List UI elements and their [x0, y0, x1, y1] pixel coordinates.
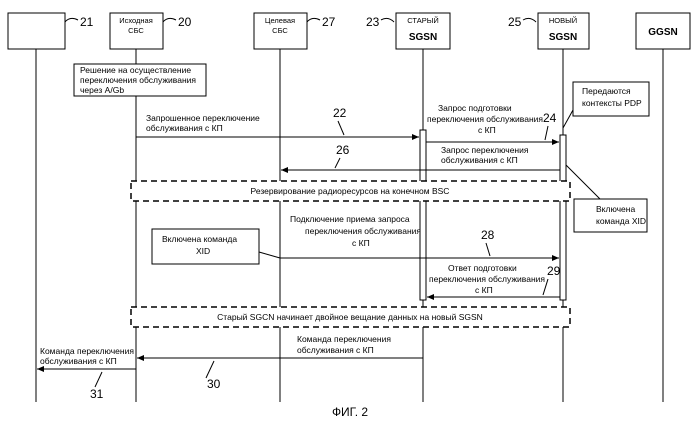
- entity-source-bss: Исходная СБС 20: [110, 13, 192, 49]
- figure-caption: ФИГ. 2: [332, 405, 368, 419]
- message-31: Команда переключения обслуживания с КП 3…: [37, 346, 136, 401]
- entity-target-bss: Целевая СБС 27: [254, 13, 336, 49]
- message-30-leader: [206, 361, 214, 378]
- old-sgsn-number: 23: [366, 15, 380, 29]
- ggsn-label: GGSN: [648, 27, 677, 38]
- message-24-number: 24: [543, 111, 557, 125]
- source-bss-number: 20: [178, 15, 192, 29]
- source-bss-label-1: Исходная: [119, 16, 153, 25]
- message-29-line-1: Ответ подготовки: [448, 263, 517, 273]
- entity-21: 21: [8, 13, 94, 49]
- note-xid-new-connector: [566, 165, 600, 199]
- message-28-line-2: переключения обслуживания: [305, 226, 421, 236]
- activation-old-sgsn: [420, 130, 426, 300]
- message-29-line-3: с КП: [475, 285, 493, 295]
- message-22-leader: [338, 121, 344, 135]
- message-30-number: 30: [207, 377, 221, 391]
- target-bss-leader: [307, 18, 320, 22]
- message-28-leader: [486, 243, 490, 256]
- source-bss-label-2: СБС: [128, 26, 144, 35]
- note-decision-line-2: переключения обслуживания: [80, 75, 196, 85]
- note-pdp-line-1: Передаются: [582, 86, 631, 96]
- message-22-line-1: Запрошенное переключение: [146, 113, 260, 123]
- entity-21-number: 21: [80, 15, 94, 29]
- note-xid-new-sgsn: Включена команда XID: [566, 165, 647, 232]
- message-22-line-2: обслуживания с КП: [146, 123, 223, 133]
- new-sgsn-leader: [523, 18, 536, 22]
- message-24-line-2: переключения обслуживания: [427, 114, 543, 124]
- note-xid-target: Включена команда XID: [152, 229, 280, 264]
- entity-old-sgsn: 23 СТАРЫЙ SGSN: [366, 13, 450, 49]
- message-24-line-3: с КП: [478, 125, 496, 135]
- message-31-line-2: обслуживания с КП: [40, 356, 117, 366]
- message-26-line-1: Запрос переключения: [441, 145, 529, 155]
- note-xid-target-line-1: Включена команда: [162, 234, 237, 244]
- note-xid-new-line-2: команда XID: [596, 216, 646, 226]
- new-sgsn-label-2: SGSN: [549, 32, 577, 43]
- note-decision-line-3: через A/Gb: [80, 85, 124, 95]
- band-1-label: Резервирование радиоресурсов на конечном…: [251, 186, 450, 196]
- entity-21-box: [8, 13, 65, 49]
- entity-new-sgsn: 25 НОВЫЙ SGSN: [508, 13, 589, 49]
- band-2-label: Старый SGCN начинает двойное вещание дан…: [217, 312, 483, 322]
- message-29: Ответ подготовки переключения обслуживан…: [427, 263, 561, 297]
- message-31-number: 31: [90, 387, 104, 401]
- message-26-leader: [335, 158, 340, 168]
- message-28-number: 28: [481, 228, 495, 242]
- note-pdp-contexts: Передаются контексты PDP: [563, 82, 649, 128]
- message-24: Запрос подготовки переключения обслужива…: [426, 103, 559, 142]
- message-24-line-1: Запрос подготовки: [438, 103, 512, 113]
- message-29-number: 29: [547, 264, 561, 278]
- band-bicasting: Старый SGCN начинает двойное вещание дан…: [131, 307, 570, 327]
- target-bss-label-1: Целевая: [265, 16, 295, 25]
- message-30-line-2: обслуживания с КП: [297, 345, 374, 355]
- source-bss-leader: [163, 18, 176, 22]
- message-28-line-3: с КП: [352, 238, 370, 248]
- old-sgsn-leader: [381, 18, 394, 22]
- message-31-line-1: Команда переключения: [40, 346, 134, 356]
- note-pdp-line-2: контексты PDP: [582, 98, 642, 108]
- entity-ggsn: GGSN: [636, 13, 690, 49]
- new-sgsn-label-1: НОВЫЙ: [549, 16, 577, 25]
- note-xid-target-line-2: XID: [196, 246, 210, 256]
- old-sgsn-label-2: SGSN: [409, 32, 437, 43]
- message-28-line-1: Подключение приема запроса: [290, 214, 410, 224]
- note-decision-line-1: Решение на осуществление: [80, 65, 191, 75]
- old-sgsn-label-1: СТАРЫЙ: [407, 16, 439, 25]
- new-sgsn-number: 25: [508, 15, 522, 29]
- message-24-leader: [545, 126, 548, 140]
- note-xid-new-line-1: Включена: [596, 204, 635, 214]
- message-29-line-2: переключения обслуживания: [429, 274, 545, 284]
- note-pdp-connector: [563, 110, 573, 128]
- activation-new-sgsn: [560, 135, 566, 300]
- note-xid-target-connector: [259, 252, 280, 258]
- message-30-line-1: Команда переключения: [297, 334, 391, 344]
- note-handover-decision: Решение на осуществление переключения об…: [74, 64, 206, 96]
- band-radio-reservation: Резервирование радиоресурсов на конечном…: [131, 181, 570, 201]
- target-bss-label-2: СБС: [272, 26, 288, 35]
- entity-21-leader: [65, 18, 78, 22]
- message-26-number: 26: [336, 143, 350, 157]
- message-22-number: 22: [333, 106, 347, 120]
- message-31-leader: [95, 372, 102, 387]
- message-22: Запрошенное переключение обслуживания с …: [136, 106, 419, 137]
- target-bss-number: 27: [322, 15, 336, 29]
- message-26-line-2: обслуживания с КП: [441, 155, 518, 165]
